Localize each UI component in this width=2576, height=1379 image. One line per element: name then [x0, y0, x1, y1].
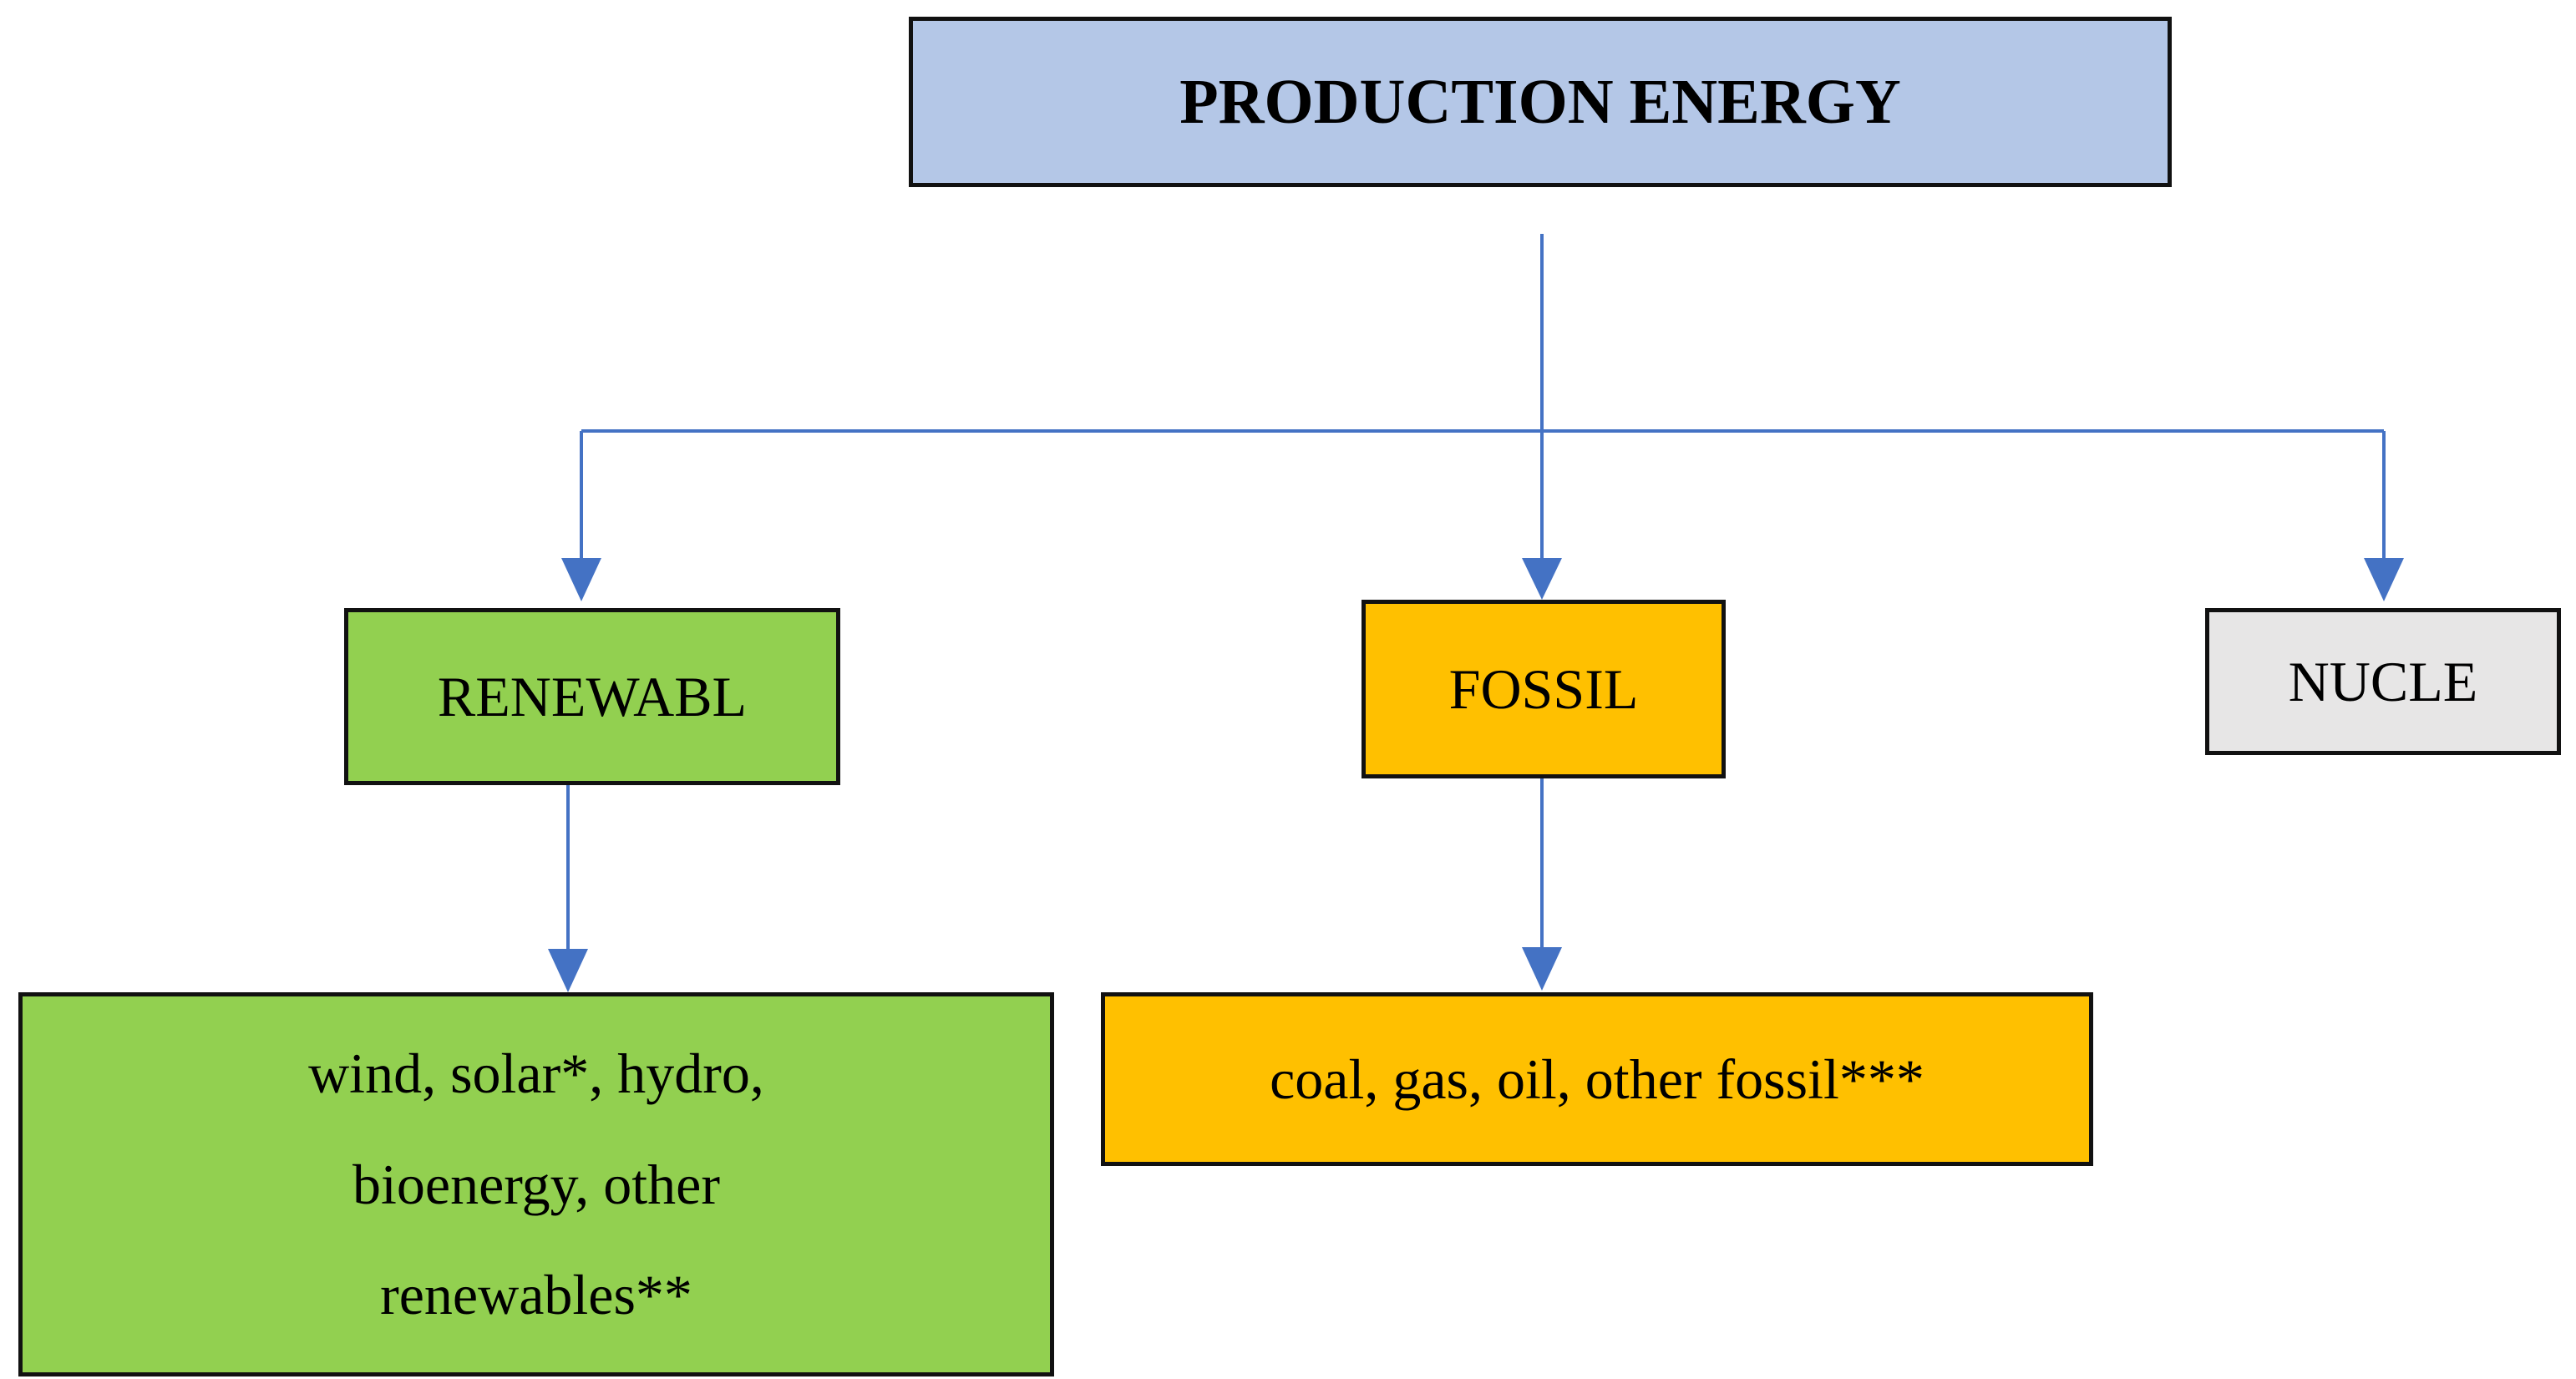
node-fossil: FOSSIL	[1362, 600, 1726, 778]
arrowhead-fossil	[1522, 558, 1562, 600]
node-nuclear-label: NUCLE	[2288, 649, 2478, 713]
node-fossil-types-label: coal, gas, oil, other fossil***	[1270, 1047, 1924, 1111]
node-renewable-types: wind, solar*, hydro, bioenergy, other re…	[18, 992, 1054, 1376]
arrowhead-renewable	[561, 558, 601, 601]
node-nuclear: NUCLE	[2205, 608, 2561, 755]
node-renewable-types-label: wind, solar*, hydro, bioenergy, other re…	[308, 1042, 764, 1327]
root-node-production-energy: PRODUCTION ENERGY	[909, 17, 2172, 187]
arrowhead-fossil-types	[1522, 947, 1562, 991]
arrowhead-nuclear	[2364, 558, 2404, 601]
node-fossil-label: FOSSIL	[1448, 657, 1639, 721]
arrowhead-renewable-types	[548, 949, 588, 992]
node-fossil-types: coal, gas, oil, other fossil***	[1101, 992, 2093, 1166]
node-renewable: RENEWABL	[344, 608, 840, 785]
root-node-label: PRODUCTION ENERGY	[1179, 66, 1901, 137]
node-renewable-label: RENEWABL	[437, 664, 748, 728]
